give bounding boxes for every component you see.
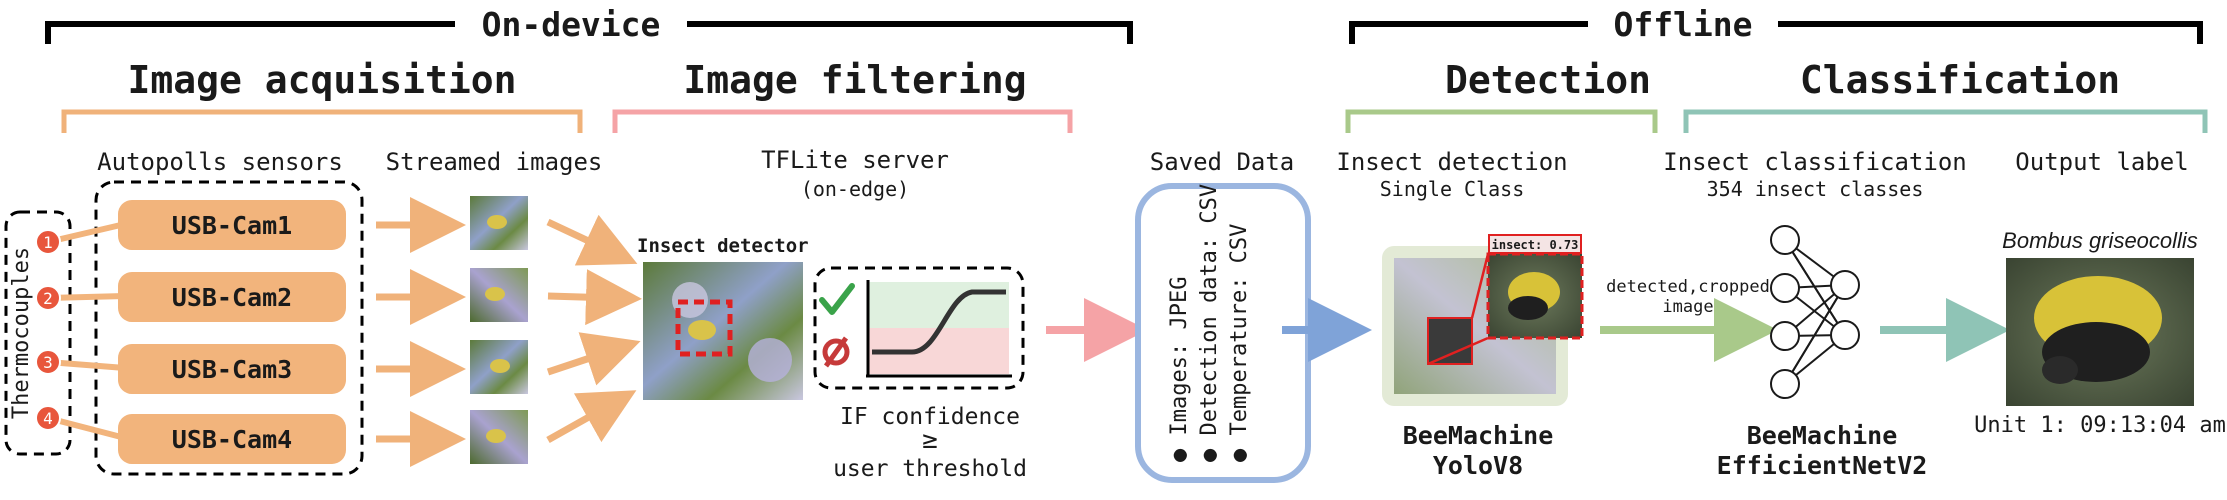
streamed-images	[470, 196, 528, 464]
saved-item: ● Temperature: CSV	[1227, 224, 1252, 462]
camera-label: USB-Cam3	[172, 355, 292, 384]
condition-line-2: user threshold	[833, 456, 1027, 482]
camera-box-1: USB-Cam1	[118, 200, 346, 250]
classification-model-line1: BeeMachine	[1747, 421, 1898, 450]
output-title: Output label	[2015, 148, 2188, 176]
detection-model-line2: YoloV8	[1433, 451, 1523, 480]
thumbnail-image	[470, 340, 528, 394]
detection-model-line1: BeeMachine	[1403, 421, 1554, 450]
svg-text:3: 3	[43, 353, 53, 372]
detection-subtitle: Single Class	[1380, 177, 1525, 201]
thermo-dot-3: 3	[35, 349, 61, 375]
classification-subtitle: 354 insect classes	[1707, 177, 1924, 201]
thumbnail-image	[470, 410, 528, 464]
section-title: Classification	[1800, 58, 2120, 102]
threshold-plot	[813, 266, 1025, 390]
classification-model-line2: EfficientNetV2	[1717, 451, 1928, 480]
section-image-filtering: Image filtering	[612, 58, 1073, 133]
saved-data-title: Saved Data	[1150, 148, 1295, 176]
camera-arrows	[376, 197, 466, 467]
camera-label: USB-Cam2	[172, 283, 292, 312]
thermo-connectors	[47, 221, 126, 441]
camera-label: USB-Cam1	[172, 211, 292, 240]
sensors-label: Autopolls sensors	[97, 148, 343, 176]
camera-box-3: USB-Cam3	[118, 344, 346, 394]
classification-title: Insect classification	[1663, 148, 1966, 176]
offline-title: Offline	[1613, 5, 1752, 44]
output-timestamp: Unit 1: 09:13:04 am	[1974, 413, 2226, 438]
section-title: Image acquisition	[128, 58, 517, 102]
output-image	[2006, 258, 2194, 406]
crop-arrow-label-1: detected,cropped	[1606, 277, 1770, 297]
insect-detector-label: Insect detector	[637, 235, 809, 257]
bbox-label: insect: 0.73	[1492, 238, 1579, 252]
saved-item: ● Images: JPEG	[1167, 277, 1192, 462]
on-device-title: On-device	[482, 5, 661, 44]
thumbnail-image	[470, 268, 528, 322]
thermo-dot-1: 1	[35, 229, 61, 255]
section-title: Image filtering	[683, 58, 1026, 102]
check-icon	[819, 283, 855, 315]
offline-bracket: Offline	[1349, 4, 2203, 44]
thermocouples-label: Thermocouples	[9, 247, 34, 419]
neural-network-icon	[1770, 225, 1860, 399]
thermocouples-group: Thermocouples	[4, 210, 72, 456]
camera-label: USB-Cam4	[172, 425, 292, 454]
camera-box-4: USB-Cam4	[118, 414, 346, 464]
thumbnail-image	[470, 196, 528, 250]
section-title: Detection	[1445, 58, 1651, 102]
condition-line-1: IF confidence	[840, 404, 1020, 430]
detection-box	[675, 299, 733, 357]
detector-image	[643, 262, 803, 400]
tflite-server-title: TFLite server	[761, 146, 949, 174]
on-device-bracket: On-device	[45, 4, 1133, 44]
reject-icon	[822, 336, 850, 368]
svg-text:1: 1	[43, 233, 53, 252]
streamed-label: Streamed images	[386, 148, 603, 176]
saved-data-box: ● Images: JPEG ● Detection data: CSV ● T…	[1135, 183, 1311, 483]
section-detection: Detection	[1345, 58, 1658, 133]
section-classification: Classification	[1683, 58, 2208, 133]
saved-item: ● Detection data: CSV	[1197, 184, 1222, 462]
crop-arrow-label-2: image	[1662, 297, 1713, 317]
condition-symbol: ≥	[922, 425, 938, 455]
converging-arrows	[546, 214, 642, 444]
species-label: Bombus griseocollis	[2002, 228, 2198, 253]
svg-text:2: 2	[43, 289, 53, 308]
camera-box-2: USB-Cam2	[118, 272, 346, 322]
thermo-dot-4: 4	[35, 405, 61, 431]
tflite-server-subtitle: (on-edge)	[801, 177, 909, 201]
detection-visual: insect: 0.73	[1382, 234, 1584, 406]
detection-title: Insect detection	[1336, 148, 1567, 176]
section-image-acquisition: Image acquisition	[61, 58, 583, 133]
svg-text:4: 4	[43, 409, 53, 428]
thermo-dot-2: 2	[35, 285, 61, 311]
